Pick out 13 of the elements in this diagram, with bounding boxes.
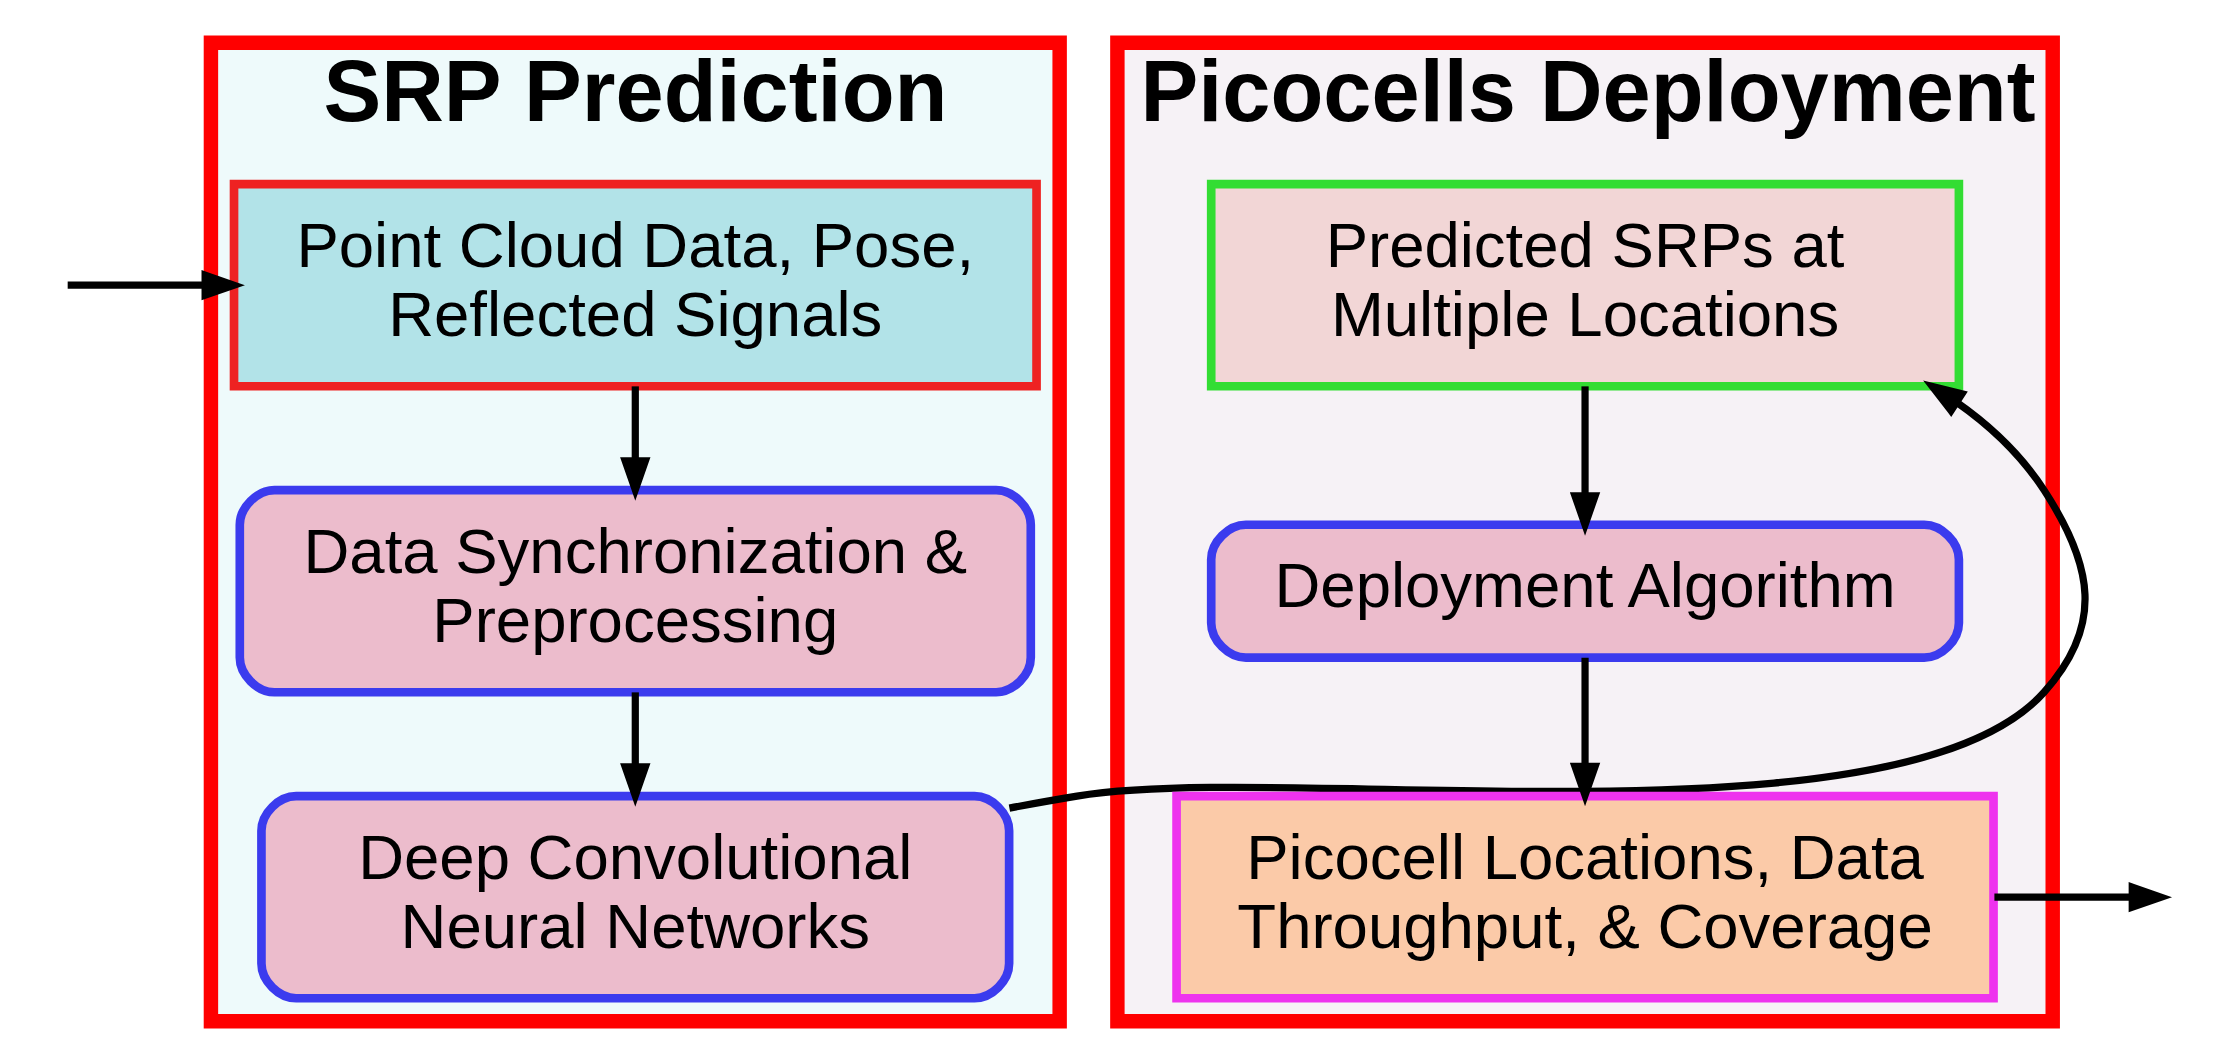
arrow	[1008, 380, 2089, 812]
node-box: Predicted SRPs at Multiple Locations	[1206, 179, 1964, 391]
node-box: Data Synchronization & Preprocessing	[235, 485, 1036, 697]
node-box: Deployment Algorithm	[1206, 520, 1964, 662]
arrow	[620, 692, 651, 807]
arrow	[1569, 657, 1601, 807]
arrow	[1994, 882, 2173, 913]
arrow	[1569, 386, 1601, 536]
arrow	[620, 386, 651, 501]
node-box: Deep Convolutional Neural Networks	[257, 791, 1014, 1003]
node-box: Point Cloud Data, Pose, Reflected Signals	[229, 179, 1041, 391]
arrow	[67, 270, 245, 301]
node-box: Picocell Locations, Data Throughput, & Coverage	[1172, 791, 1998, 1003]
